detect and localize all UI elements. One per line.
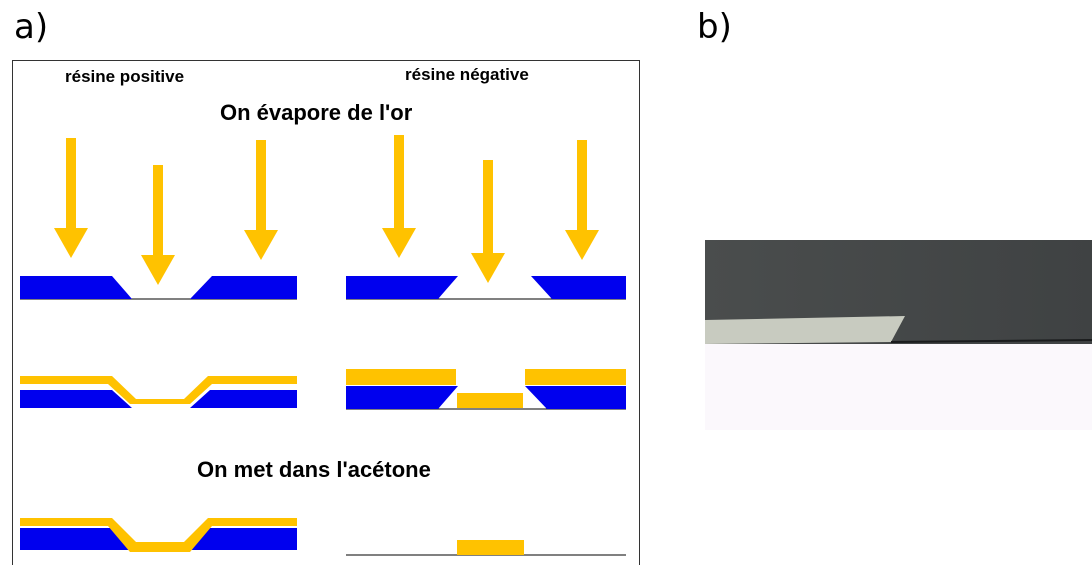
evaporation-arrows-negative bbox=[382, 135, 599, 283]
photo-layer-edge bbox=[890, 339, 1092, 343]
gold-arrow bbox=[54, 138, 88, 258]
evaporation-arrows-positive bbox=[54, 138, 278, 285]
photo-layer bbox=[705, 316, 905, 344]
gold-arrow bbox=[471, 160, 505, 283]
step2-caption: On met dans l'acétone bbox=[197, 457, 431, 482]
diagram-frame bbox=[12, 60, 640, 565]
row1-negative-resist bbox=[346, 276, 626, 300]
panel-a-label: a) bbox=[14, 7, 49, 47]
gold-arrow bbox=[141, 165, 175, 285]
row1-positive-resist bbox=[20, 276, 297, 300]
photo-substrate bbox=[705, 344, 1092, 430]
step1-caption: On évapore de l'or bbox=[220, 100, 413, 125]
gold-arrow bbox=[244, 140, 278, 260]
gold-arrow bbox=[565, 140, 599, 260]
row3-positive-after-acetone bbox=[20, 518, 297, 552]
cross-section-photo bbox=[705, 240, 1092, 430]
lift-off-process-diagram: résine positive résine négative On évapo… bbox=[12, 60, 640, 565]
row2-positive-with-gold bbox=[20, 376, 297, 408]
panel-b-label: b) bbox=[697, 7, 732, 47]
row2-negative-with-gold bbox=[346, 369, 626, 410]
column-title-negative: résine négative bbox=[405, 65, 529, 84]
column-title-positive: résine positive bbox=[65, 67, 184, 86]
gold-arrow bbox=[382, 135, 416, 258]
row3-negative-after-acetone bbox=[346, 540, 626, 556]
